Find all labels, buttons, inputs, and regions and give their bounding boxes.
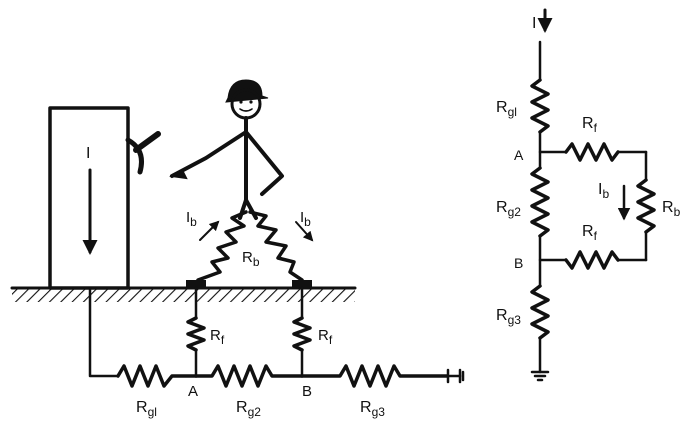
schematic-rf-bottom-label: Rf [582,223,598,243]
ground-symbol-right [530,370,550,382]
schematic-ib-label: Ib [598,181,609,201]
schematic-rf-bottom [564,250,620,270]
foot-resistance-label-left: Rf [210,327,225,347]
ground-resistor-rg3 [300,364,450,388]
body-current-arrow-right [295,221,314,242]
body-resistance-label: Rb [242,249,260,269]
schematic-rg3 [530,284,550,340]
schematic-rb [636,178,656,234]
cabinet-current-label: I [86,145,90,162]
rg3-label-left: Rg3 [360,399,385,419]
cabinet-handle-lever [133,131,161,153]
node-b-label-left: B [302,383,312,400]
source-current-label: I [532,15,536,32]
foot-resistor-left [186,316,206,352]
ground-hatch [12,288,355,302]
schematic-rf-top [564,142,620,162]
ground-resistor-rg1 [116,364,198,388]
foot-resistor-right [292,316,312,352]
schematic-rg3-label: Rg3 [496,307,521,327]
schematic-node-a-label: A [514,147,524,163]
schematic-node-b-label: B [514,255,523,271]
ground-resistor-rg2 [194,364,304,388]
hip-arm [244,130,284,196]
right-figure: I Rgl A Rf Rg2 Ib Rb Rf [496,8,681,382]
body-resistor-right [248,210,304,282]
cabinet-handle [125,137,144,175]
schematic-rg2-label: Rg2 [496,199,521,219]
person-figure [169,79,284,220]
right-leg [244,198,258,220]
ground-symbol-left [446,368,465,384]
pointing-arm [170,130,248,178]
body-current-label-left: Ib [186,209,197,229]
pointing-hand [169,168,188,180]
schematic-rf-top-label: Rf [582,115,598,135]
rg2-label-left: Rg2 [236,399,261,419]
foot-resistance-label-right: Rf [318,327,333,347]
right-foot-pad [292,280,312,287]
node-a-label-left: A [188,383,198,400]
left-foot-pad [186,280,206,287]
left-figure: I Ib Ib Rb [10,79,465,419]
schematic-rg2 [530,166,550,238]
schematic-rg1-label: Rgl [496,99,517,119]
rg1-label-left: Rgl [136,399,157,419]
schematic-rg1 [530,78,550,134]
body-current-arrow-left [199,220,220,241]
body-resistor-left [196,210,248,282]
schematic-rb-label: Rb [662,199,681,219]
body-current-label-right: Ib [300,209,311,229]
